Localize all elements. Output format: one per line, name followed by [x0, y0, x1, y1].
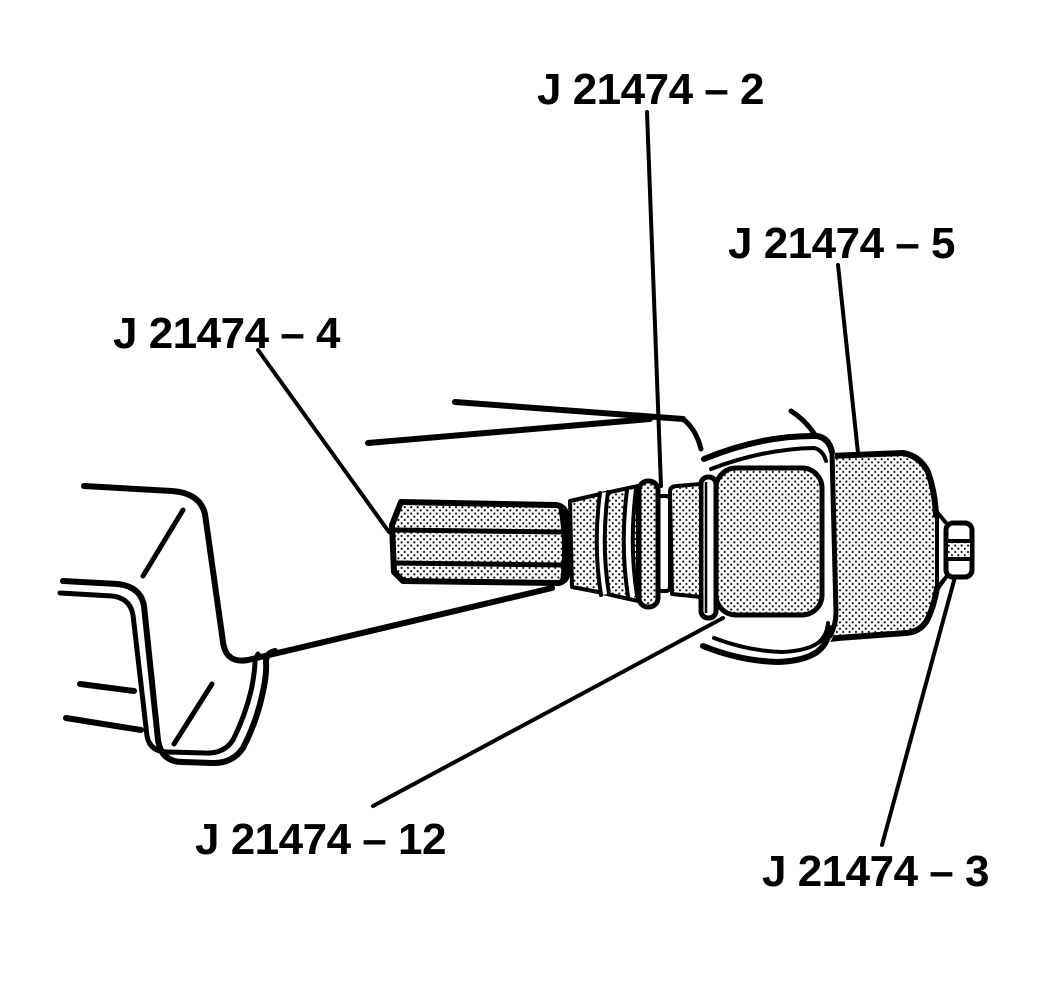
- housing-upper-edge: [81, 483, 555, 664]
- leader-lines: [256, 110, 957, 847]
- leader-tool-12: [371, 616, 725, 808]
- leader-tool-5: [836, 263, 860, 455]
- channel-outer-contour: [60, 578, 278, 767]
- label-tool-12: J 21474 – 12: [195, 815, 446, 864]
- collar-front-face: [713, 465, 825, 618]
- housing-wall-hatch-lower: [171, 681, 215, 747]
- end-nut-mid-facet: [948, 543, 970, 557]
- spacer-band: [668, 482, 703, 599]
- thrust-washer-ring-body: [698, 474, 719, 621]
- end-nut: [943, 520, 975, 580]
- collar-bottom-rim-inner: [712, 621, 830, 655]
- label-tool-2: J 21474 – 2: [537, 65, 764, 114]
- part-labels: J 21474 – 2 J 21474 – 5 J 21474 – 4 J 21…: [113, 65, 989, 896]
- channel-stub-upper: [77, 681, 137, 694]
- end-nut-facet-lines: [948, 539, 970, 561]
- hex-bar-facet-line-lower: [393, 560, 566, 568]
- hex-bar-facet-line-upper: [391, 527, 563, 535]
- rib-ring-1-edges: [594, 490, 611, 597]
- collar-back-rim-left: [680, 416, 704, 452]
- rib-ring-2-edges: [621, 487, 639, 598]
- tool-assembly: [389, 432, 975, 666]
- channel-stub-lower: [63, 715, 144, 733]
- cylinder-silhouette: [827, 450, 950, 642]
- thrust-washer-ring: [698, 474, 719, 621]
- cylinder-body: [827, 450, 975, 642]
- ribbed-sleeve: [568, 484, 640, 603]
- hex-drive-bar: [389, 499, 572, 586]
- collar-bottom-rim-outer: [700, 625, 833, 666]
- bore-edge-upper: [452, 399, 686, 422]
- housing-wall-hatch-upper: [140, 507, 186, 579]
- leader-tool-4: [256, 348, 391, 534]
- label-tool-3: J 21474 – 3: [762, 847, 989, 896]
- housing-cross-section: [57, 483, 555, 767]
- leader-tool-2: [645, 110, 663, 488]
- hex-bar-end-curve: [558, 504, 567, 584]
- label-tool-5: J 21474 – 5: [728, 219, 955, 268]
- collar-top-rim-outer: [701, 432, 835, 462]
- channel-inner-contour: [57, 590, 261, 756]
- bore-edge-lower: [365, 416, 653, 446]
- washer-flange: [636, 478, 661, 610]
- collar-top-rim-inner: [709, 445, 828, 471]
- hex-bar-body: [389, 499, 572, 586]
- label-tool-4: J 21474 – 4: [113, 309, 341, 358]
- clamp-collar: [700, 432, 839, 666]
- leader-tool-3: [880, 575, 957, 847]
